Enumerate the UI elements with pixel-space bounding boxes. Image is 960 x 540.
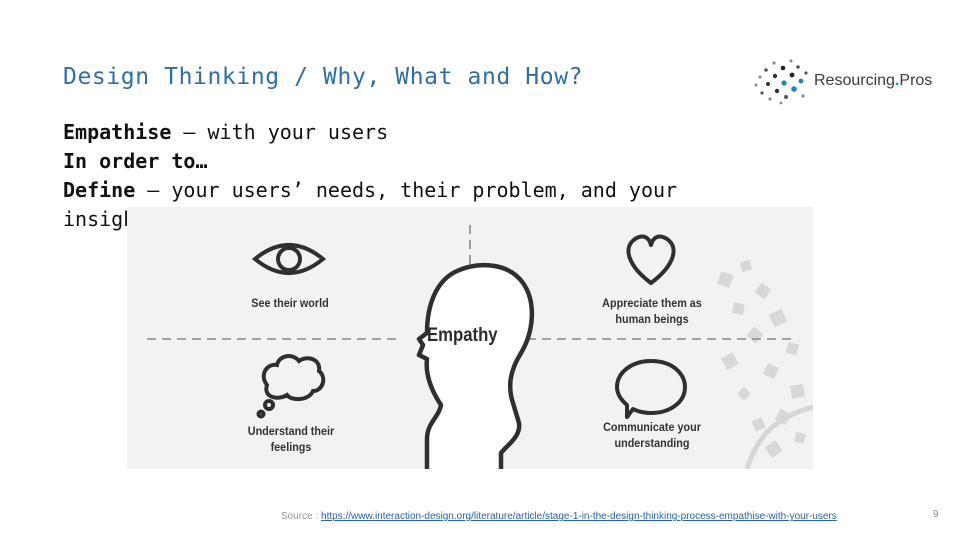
head-profile-icon [419,265,532,469]
communicate-label: Communicate your understanding [585,419,720,451]
eye-icon [255,245,323,273]
slide-title: Design Thinking / Why, What and How? [63,64,583,90]
body-line-1: Empathise – with your users [63,118,823,147]
page-number: 9 [933,509,939,520]
logo-wordmark: Resourcing.Pros [814,72,932,90]
speech-bubble-icon [617,361,685,417]
heart-icon [628,237,673,283]
appreciate-label: Appreciate them as human beings [585,295,720,327]
source-label: Source : [281,511,321,522]
thought-bubble-icon [259,356,324,416]
resourcing-pros-logo: Resourcing.Pros [748,55,943,107]
logo-dots-icon [748,55,814,107]
source-link[interactable]: https://www.interaction-design.org/liter… [321,511,837,522]
body-line-3: Define – your users’ needs, their proble… [63,176,823,205]
source-citation: Source : https://www.interaction-design.… [281,511,837,522]
see-their-world-label: See their world [232,295,349,311]
empathy-label: Empathy [427,325,498,347]
empathy-map-figure: Empathy See their world Appreciate them … [127,207,813,469]
body-line-2: In order to… [63,147,823,176]
understand-feelings-label: Understand their feelings [228,423,354,455]
